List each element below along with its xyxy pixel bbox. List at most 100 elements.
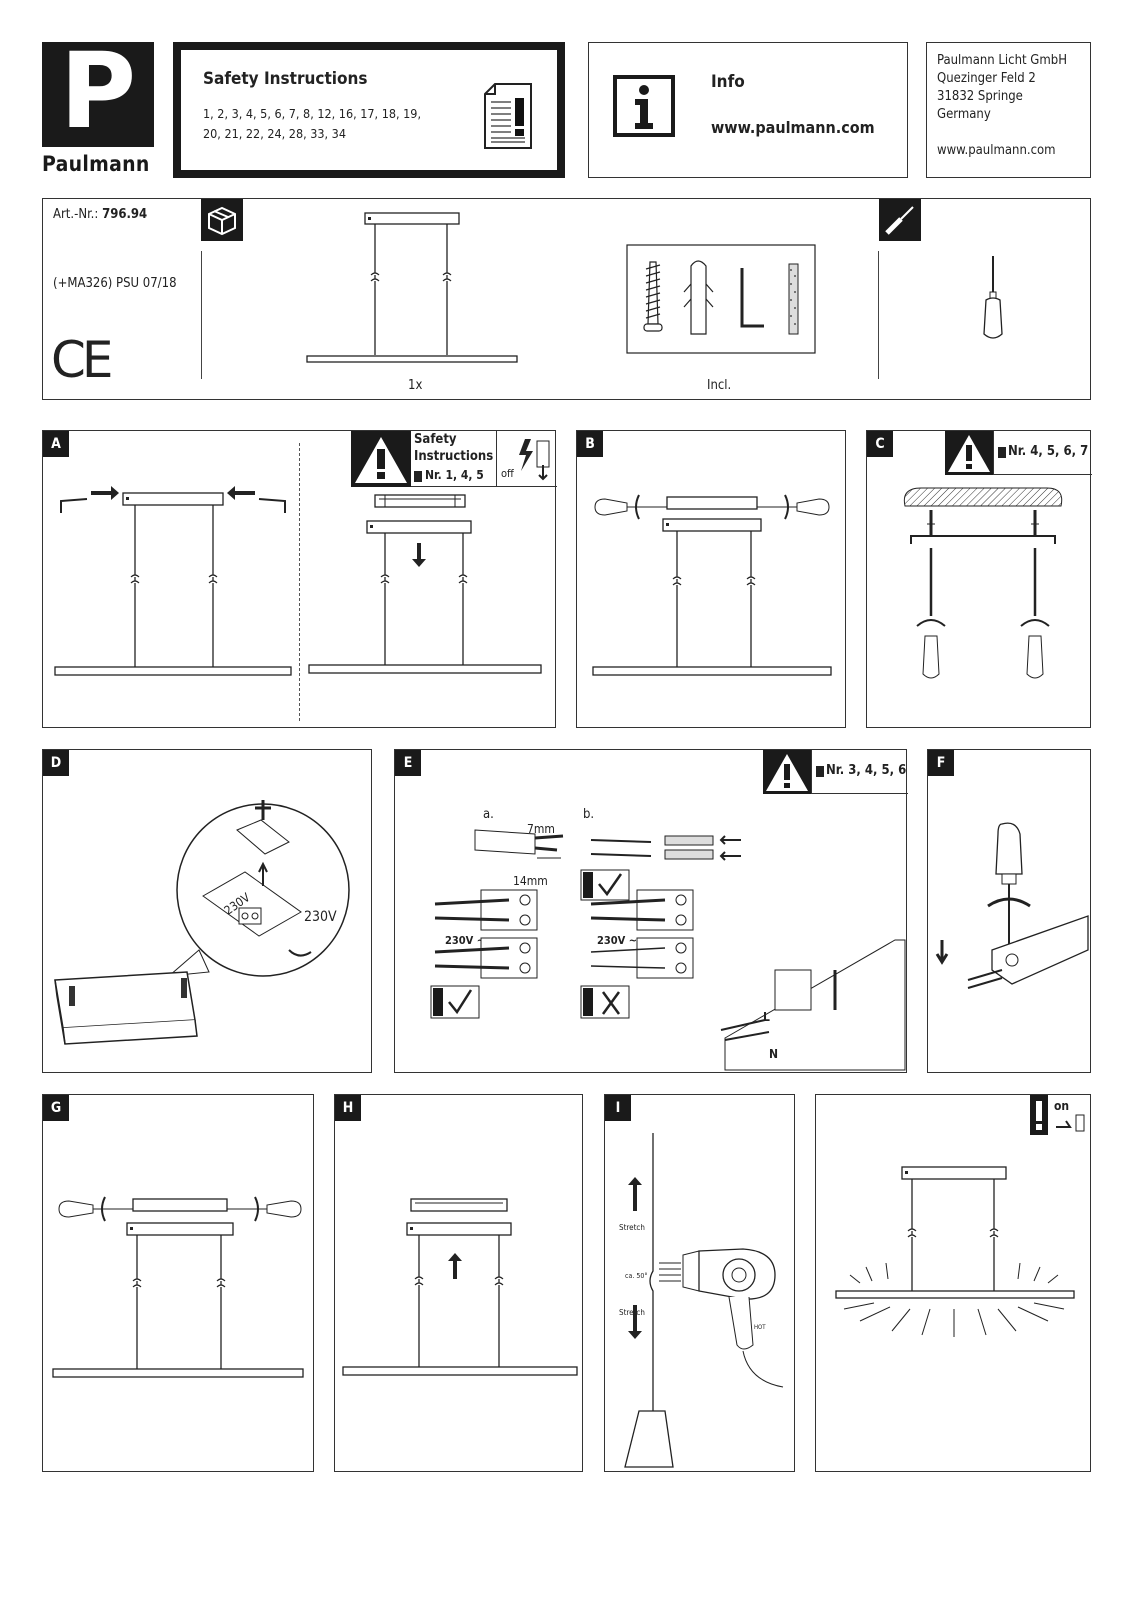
step-h-drawing	[342, 1198, 578, 1376]
safety-title: Safety Instructions	[203, 69, 368, 89]
safety-ref: Nr. 3, 4, 5, 6	[811, 750, 908, 794]
step-f-label: F	[928, 750, 954, 776]
article-variant: (+MA326) PSU 07/18	[53, 276, 177, 291]
company-name: Paulmann Licht GmbH	[937, 53, 1067, 68]
allen-key-icon	[740, 268, 764, 328]
logo-name: Paulmann	[42, 152, 150, 176]
step-i-label: I	[605, 1095, 631, 1121]
logo-mark	[42, 42, 154, 147]
step-d-drawing	[54, 800, 350, 1045]
step-i-panel: I Stretch ca. 50° Stretch HOT	[604, 1094, 795, 1472]
article-number: Art.-Nr.: 796.94	[53, 206, 147, 224]
power-on-label: on	[1054, 1099, 1070, 1113]
step-g-drawing	[52, 1196, 304, 1378]
lightning-switch-icon	[519, 439, 550, 481]
divider	[878, 251, 879, 379]
stretch-label-top: Stretch	[619, 1223, 645, 1232]
step-i-drawing	[624, 1133, 784, 1468]
doc-small-icon	[816, 766, 824, 777]
included-hardware	[626, 244, 816, 354]
warning-triangle-icon	[945, 431, 993, 475]
neutral-label: N	[769, 1047, 779, 1061]
step-g-label: G	[43, 1095, 69, 1121]
safety-numbers-line1: 1, 2, 3, 4, 5, 6, 7, 8, 12, 16, 17, 18, …	[203, 106, 422, 121]
quantity-label: 1x	[408, 378, 423, 393]
step-e-label: E	[395, 750, 421, 776]
step-g-panel: G	[42, 1094, 314, 1472]
hot-label: HOT	[754, 1324, 766, 1331]
box-icon	[201, 199, 243, 241]
company-street: Quezinger Feld 2	[937, 71, 1036, 86]
step-h-label: H	[335, 1095, 361, 1121]
variant-a-label: a.	[483, 807, 494, 822]
document-warning-icon	[484, 83, 532, 149]
angle-label: ca. 50°	[625, 1272, 648, 1280]
power-on-block: on	[1030, 1095, 1092, 1135]
ceiling	[903, 487, 1063, 507]
doc-small-icon	[414, 471, 422, 482]
safety-instructions-box: Safety Instructions 1, 2, 3, 4, 5, 6, 7,…	[173, 42, 565, 178]
safety-ref-numbers: Nr. 3, 4, 5, 6	[826, 763, 907, 778]
live-label: L	[763, 1010, 770, 1024]
adhesive-strip-icon	[788, 263, 799, 335]
step-e-panel: E Nr. 3, 4, 5, 6 a. b. 7mm 14mm 230V ~ 2…	[394, 749, 908, 1073]
step-final-drawing	[835, 1166, 1075, 1337]
switch-on-icon	[1056, 1114, 1085, 1132]
step-b-panel: B	[576, 430, 846, 728]
voltage-b-label: 230V ~	[597, 934, 638, 947]
divider	[299, 443, 300, 721]
company-url[interactable]: www.paulmann.com	[937, 143, 1056, 158]
step-b-drawing	[592, 494, 832, 676]
power-off-block: off	[497, 431, 557, 487]
contents-box: Art.-Nr.: 796.94 (+MA326) PSU 07/18 CE 1…	[42, 198, 1091, 400]
warning-line1: Safety	[414, 432, 457, 447]
company-country: Germany	[937, 107, 991, 122]
step-c-label: C	[867, 431, 893, 457]
doc-small-icon	[998, 447, 1006, 458]
safety-ref-numbers: Nr. 4, 5, 6, 7	[1008, 444, 1089, 459]
step-a-panel: A Safety Instructions Nr. 1, 4, 5 off	[42, 430, 557, 728]
ce-mark: CE	[51, 331, 113, 389]
brand-logo: P Paulmann	[42, 36, 154, 176]
divider	[201, 251, 202, 379]
info-url[interactable]: www.paulmann.com	[711, 118, 875, 137]
step-c-panel: C Nr. 4, 5, 6, 7	[866, 430, 1092, 728]
step-b-label: B	[577, 431, 603, 457]
step-h-panel: H	[334, 1094, 583, 1472]
luminaire-drawing	[306, 212, 518, 363]
info-box: Info www.paulmann.com	[588, 42, 908, 178]
step-a-left-drawing	[54, 486, 292, 676]
wall-plug-icon	[683, 260, 714, 335]
safety-warning-block: Safety Instructions Nr. 1, 4, 5	[411, 431, 497, 487]
safety-numbers-line2: 20, 21, 22, 24, 28, 33, 34	[203, 126, 346, 141]
warning-line3: Nr. 1, 4, 5	[425, 468, 484, 482]
safety-ref: Nr. 4, 5, 6, 7	[993, 431, 1092, 475]
step-d-panel: D 230V 230V	[42, 749, 372, 1073]
info-icon	[613, 75, 675, 137]
step-final-panel: on	[815, 1094, 1091, 1472]
info-title: Info	[711, 72, 745, 92]
warning-triangle-icon	[763, 750, 811, 794]
voltage-label-2: 230V	[304, 909, 337, 925]
warning-line2: Instructions	[414, 449, 494, 464]
screwdriver-icon	[983, 256, 1003, 339]
warning-triangle-icon	[351, 431, 411, 487]
step-d-label: D	[43, 750, 69, 776]
variant-b-label: b.	[583, 807, 595, 822]
article-label: Art.-Nr.:	[53, 207, 103, 222]
stretch-label-bottom: Stretch	[619, 1308, 645, 1317]
strip-14mm-label: 14mm	[513, 874, 548, 888]
strip-7mm-label: 7mm	[527, 822, 555, 836]
screw-icon	[643, 261, 663, 332]
article-value: 796.94	[102, 207, 148, 222]
step-a-label: A	[43, 431, 69, 457]
step-f-drawing	[935, 822, 1089, 989]
power-off-label: off	[501, 467, 514, 480]
voltage-a-label: 230V ~	[445, 934, 486, 947]
step-c-drawing	[903, 487, 1063, 679]
included-label: Incl.	[707, 378, 732, 393]
logo-letter: P	[59, 30, 137, 152]
step-e-drawing	[430, 829, 906, 1071]
company-city: 31832 Springe	[937, 89, 1023, 104]
tool-icon	[879, 199, 921, 241]
